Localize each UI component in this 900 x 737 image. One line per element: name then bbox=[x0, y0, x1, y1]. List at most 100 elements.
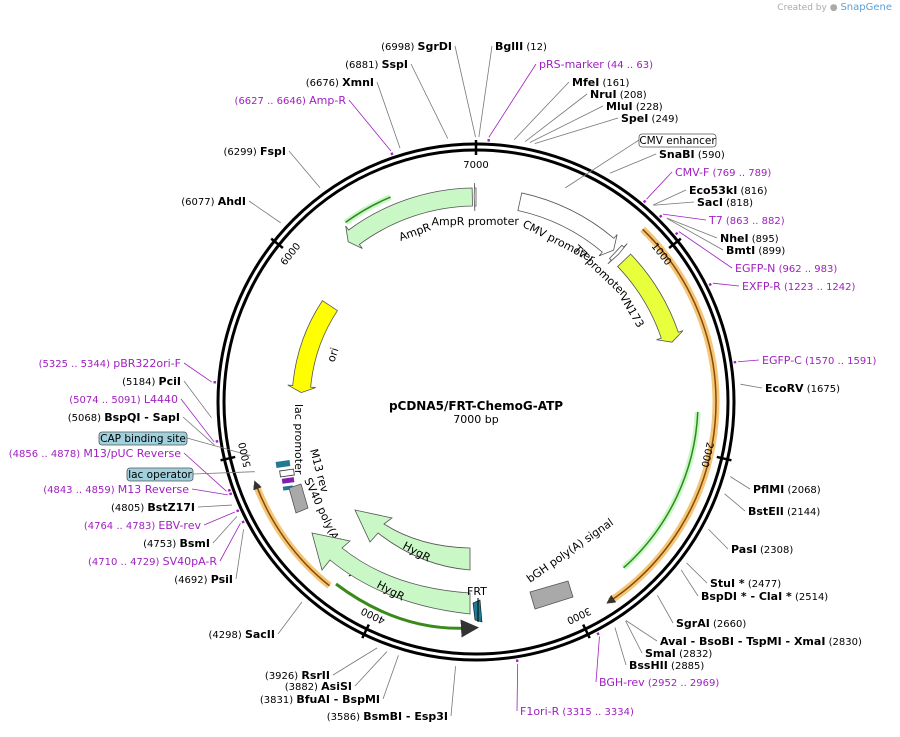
name: SpeI bbox=[621, 112, 648, 125]
site-smai[interactable]: SmaI (2832) bbox=[645, 647, 712, 660]
site-bsmbi-esp3i[interactable]: (3586) BsmBI - Esp3I bbox=[327, 710, 448, 723]
name: MfeI bbox=[572, 76, 599, 89]
primer-amp-r[interactable]: (6627 .. 6646) Amp-R bbox=[235, 94, 347, 107]
svg-text:SpeI (249): SpeI (249) bbox=[621, 112, 679, 125]
position: (3586) bbox=[327, 712, 363, 723]
plasmid-size: 7000 bp bbox=[453, 413, 498, 426]
primer-sv40pa-r[interactable]: (4710 .. 4729) SV40pA-R bbox=[88, 555, 217, 568]
name: StuI * bbox=[710, 577, 745, 590]
site-labels: (6998) SgrDI BglII (12) (6881) SspI (6676) … bbox=[9, 40, 877, 723]
boxed-label-cap-binding-site[interactable]: CAP binding site bbox=[98, 431, 188, 446]
position: (2308) bbox=[757, 545, 794, 556]
svg-text:NheI (895): NheI (895) bbox=[720, 232, 779, 245]
svg-text:(5068) BspQI - SapI: (5068) BspQI - SapI bbox=[68, 411, 180, 424]
name: SgrDI bbox=[418, 40, 452, 53]
primer-ebv-rev[interactable]: (4764 .. 4783) EBV-rev bbox=[84, 519, 202, 532]
site-saci[interactable]: SacI (818) bbox=[697, 196, 753, 209]
site-asisi[interactable]: (3882) AsiSI bbox=[285, 680, 352, 693]
site-snabi[interactable]: SnaBI (590) bbox=[659, 148, 725, 161]
primer-t7[interactable]: T7 (863 .. 882) bbox=[708, 214, 785, 227]
site-bspdi-clai[interactable]: BspDI * - ClaI * (2514) bbox=[701, 590, 828, 603]
svg-text:(5074 .. 5091) L4440: (5074 .. 5091) L4440 bbox=[69, 393, 178, 406]
svg-text:F1ori-R (3315 .. 3334): F1ori-R (3315 .. 3334) bbox=[520, 705, 634, 718]
site-ahdi[interactable]: (6077) AhdI bbox=[181, 195, 246, 208]
svg-text:(6627 .. 6646) Amp-R: (6627 .. 6646) Amp-R bbox=[235, 94, 347, 107]
primer-prs-marker[interactable]: pRS-marker (44 .. 63) bbox=[539, 58, 653, 71]
site-pcii[interactable]: (5184) PciI bbox=[122, 375, 181, 388]
primer-m13-puc-reverse[interactable]: (4856 .. 4878) M13/pUC Reverse bbox=[9, 447, 181, 460]
primer-f1ori-r[interactable]: F1ori-R (3315 .. 3334) bbox=[520, 705, 634, 718]
primer-cmv-f[interactable]: CMV-F (769 .. 789) bbox=[675, 166, 771, 179]
primer-pbr322ori-f[interactable]: (5325 .. 5344) pBR322ori-F bbox=[39, 357, 181, 370]
position: (4856 .. 4878) bbox=[9, 449, 84, 460]
name: CMV-F bbox=[675, 166, 709, 179]
position: (4692) bbox=[174, 575, 210, 586]
m13-rev-mark bbox=[281, 477, 295, 484]
primer-exfp-r[interactable]: EXFP-R (1223 .. 1242) bbox=[742, 280, 856, 293]
inner-features: lac promoter M13 rev SV40 poly(A) signal… bbox=[275, 404, 616, 638]
site-spei[interactable]: SpeI (249) bbox=[621, 112, 679, 125]
credit-prefix: Created by bbox=[777, 3, 827, 13]
primer-egfp-n[interactable]: EGFP-N (962 .. 983) bbox=[735, 262, 837, 275]
site-stui[interactable]: StuI * (2477) bbox=[710, 577, 781, 590]
site-pflmi[interactable]: PflMI (2068) bbox=[753, 483, 821, 496]
primer-egfp-c[interactable]: EGFP-C (1570 .. 1591) bbox=[762, 354, 877, 367]
svg-text:(6676) XmnI: (6676) XmnI bbox=[306, 76, 374, 89]
site-bstz17i[interactable]: (4805) BstZ17I bbox=[111, 501, 195, 514]
sv40-polya-box bbox=[288, 483, 309, 514]
primer-m13-reverse[interactable]: (4843 .. 4859) M13 Reverse bbox=[43, 483, 189, 496]
site-nhei[interactable]: NheI (895) bbox=[720, 232, 779, 245]
svg-text:Eco53kI (816): Eco53kI (816) bbox=[689, 184, 767, 197]
position: (6881) bbox=[345, 60, 381, 71]
primer-bgh-rev[interactable]: BGH-rev (2952 .. 2969) bbox=[599, 676, 719, 689]
svg-text:PflMI (2068): PflMI (2068) bbox=[753, 483, 821, 496]
site-rsrii[interactable]: (3926) RsrII bbox=[265, 669, 330, 682]
site-avai-bsobi-tspmi-xmai[interactable]: AvaI - BsoBI - TspMI - XmaI (2830) bbox=[660, 635, 862, 648]
boxed-label-lac-operator[interactable]: lac operator bbox=[126, 467, 194, 482]
name: BssHII bbox=[629, 659, 668, 672]
site-bsshii[interactable]: BssHII (2885) bbox=[629, 659, 704, 672]
site-bspqi-sapi[interactable]: (5068) BspQI - SapI bbox=[68, 411, 180, 424]
position: (249) bbox=[648, 114, 678, 125]
position: (6077) bbox=[181, 197, 217, 208]
site-bmti[interactable]: BmtI (899) bbox=[726, 244, 785, 257]
site-bfuai-bspmi[interactable]: (3831) BfuAI - BspMI bbox=[260, 693, 380, 706]
site-nrui[interactable]: NruI (208) bbox=[590, 88, 647, 101]
orange-arcs bbox=[252, 194, 720, 605]
position: (962 .. 983) bbox=[775, 264, 837, 275]
position: (44 .. 63) bbox=[604, 60, 653, 71]
name: BglII bbox=[495, 40, 523, 53]
name: EXFP-R bbox=[742, 280, 781, 293]
site-fspi[interactable]: (6299) FspI bbox=[224, 145, 286, 158]
svg-text:(3831) BfuAI - BspMI: (3831) BfuAI - BspMI bbox=[260, 693, 380, 706]
boxed-label-cmv-enhancer[interactable]: CMV enhancer bbox=[638, 133, 717, 148]
site-mfei[interactable]: MfeI (161) bbox=[572, 76, 629, 89]
svg-text:(4710 .. 4729) SV40pA-R: (4710 .. 4729) SV40pA-R bbox=[88, 555, 217, 568]
feature-label-ampr-promoter: AmpR promoter bbox=[431, 215, 519, 228]
site-bglii[interactable]: BglII (12) bbox=[495, 40, 547, 53]
site-mlui[interactable]: MluI (228) bbox=[606, 100, 663, 113]
bgh-polya-box bbox=[529, 580, 574, 610]
position: (4710 .. 4729) bbox=[88, 557, 163, 568]
svg-text:T7 (863 .. 882): T7 (863 .. 882) bbox=[708, 214, 785, 227]
site-sgrdi[interactable]: (6998) SgrDI bbox=[381, 40, 452, 53]
site-pasi[interactable]: PasI (2308) bbox=[731, 543, 793, 556]
site-eco53ki[interactable]: Eco53kI (816) bbox=[689, 184, 767, 197]
position: (818) bbox=[723, 198, 753, 209]
site-bsteii[interactable]: BstEII (2144) bbox=[748, 505, 820, 518]
name: EGFP-C bbox=[762, 354, 802, 367]
site-ecorv[interactable]: EcoRV (1675) bbox=[765, 382, 840, 395]
position: (6627 .. 6646) bbox=[235, 96, 310, 107]
svg-text:SgrAI (2660): SgrAI (2660) bbox=[676, 617, 746, 630]
site-psii[interactable]: (4692) PsiI bbox=[174, 573, 233, 586]
position: (899) bbox=[755, 246, 785, 257]
site-sacii[interactable]: (4298) SacII bbox=[209, 628, 276, 641]
tick-5000 bbox=[220, 455, 236, 462]
site-sgrai[interactable]: SgrAI (2660) bbox=[676, 617, 746, 630]
primer-l4440[interactable]: (5074 .. 5091) L4440 bbox=[69, 393, 178, 406]
site-xmni[interactable]: (6676) XmnI bbox=[306, 76, 374, 89]
site-bsmi[interactable]: (4753) BsmI bbox=[143, 537, 210, 550]
name: SV40pA-R bbox=[163, 555, 218, 568]
site-sspi[interactable]: (6881) SspI bbox=[345, 58, 408, 71]
